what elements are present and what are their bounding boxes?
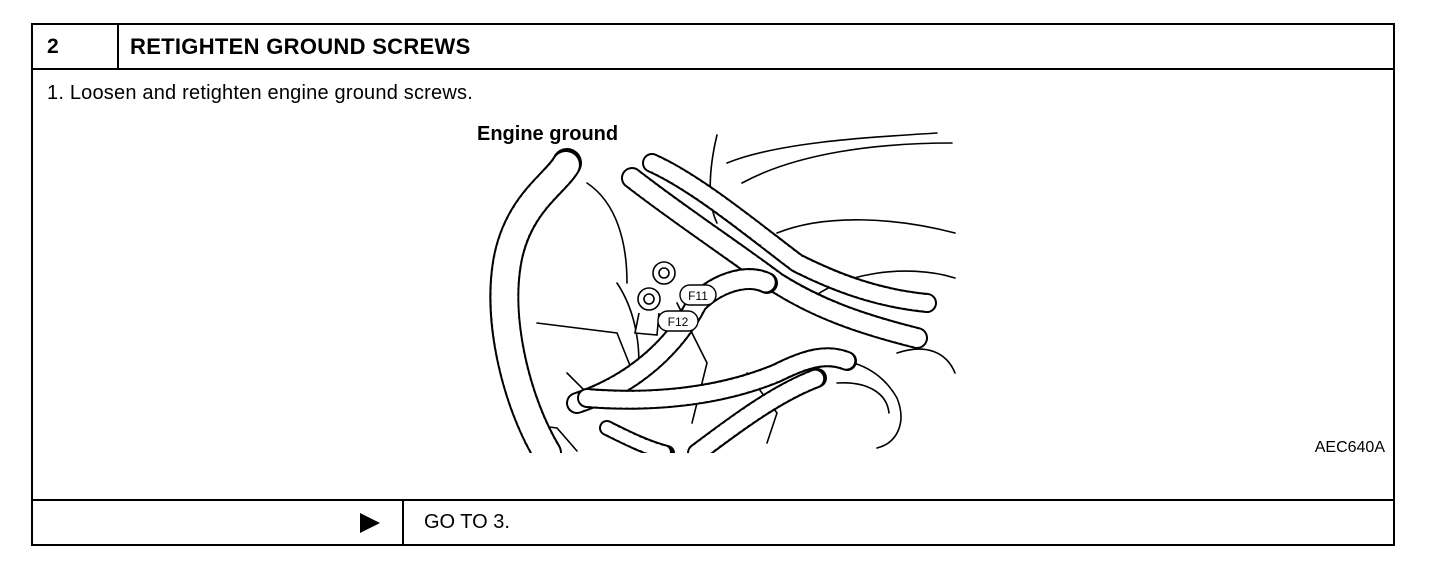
go-to-step: GO TO 3.	[424, 511, 510, 533]
outline-line	[726, 132, 938, 164]
step-title: RETIGHTEN GROUND SCREWS	[130, 34, 471, 59]
result-row: GO TO 3.	[33, 499, 1393, 544]
callout-f11: F11	[688, 289, 708, 303]
step-number: 2	[33, 25, 119, 68]
figure-title: Engine ground	[477, 123, 621, 146]
figure-code: AEC640A	[1314, 439, 1385, 456]
triangle-right-icon	[360, 513, 380, 533]
engine-ground-illustration: F11 F12 Engine ground	[477, 123, 957, 468]
step-header: 2 RETIGHTEN GROUND SCREWS	[33, 25, 1393, 70]
engine-illustration: F11 F12	[489, 132, 956, 468]
callout-f12: F12	[668, 315, 689, 329]
instruction-text: 1. Loosen and retighten engine ground sc…	[47, 82, 473, 104]
result-arrow-cell	[33, 501, 404, 544]
procedure-table: 2 RETIGHTEN GROUND SCREWS 1. Loosen and …	[31, 23, 1395, 546]
